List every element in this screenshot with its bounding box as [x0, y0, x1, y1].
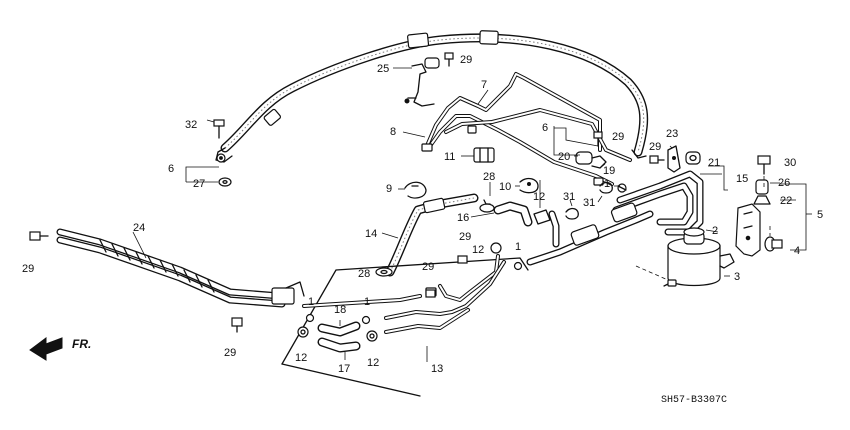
callout-1: 1 — [364, 296, 370, 308]
clamp-21 — [685, 151, 701, 165]
callout-16: 16 — [457, 212, 469, 224]
hose-17 — [317, 337, 361, 353]
callout-7: 7 — [481, 79, 487, 91]
callout-8: 8 — [390, 126, 396, 138]
callout-23: 23 — [666, 128, 678, 140]
callout-6: 6 — [542, 122, 548, 134]
callout-29: 29 — [612, 131, 624, 143]
callout-13: 13 — [431, 363, 443, 375]
callout-12: 12 — [367, 357, 379, 369]
bracket-5 — [735, 203, 761, 257]
washer-27 — [218, 177, 232, 187]
callout-9: 9 — [386, 183, 392, 195]
dashed-leaders — [635, 176, 771, 281]
clip-9 — [404, 181, 427, 199]
callout-14: 14 — [365, 228, 377, 240]
callout-28: 28 — [358, 268, 370, 280]
hose-18 — [317, 321, 361, 337]
clip-28-lower — [375, 267, 393, 277]
callout-30: 30 — [784, 157, 796, 169]
bolt-29-top — [444, 52, 454, 67]
callout-11: 11 — [444, 151, 455, 163]
callout-24: 24 — [133, 222, 145, 234]
clamp-20-19 — [575, 151, 607, 169]
callout-1: 1 — [604, 178, 610, 190]
callout-22: 22 — [780, 195, 792, 207]
bracket-23 — [667, 145, 681, 173]
front-arrow-icon — [29, 337, 63, 361]
callout-31: 31 — [563, 191, 575, 203]
callout-12: 12 — [472, 244, 484, 256]
callout-20: 20 — [558, 151, 570, 163]
bolt-29-left — [29, 231, 49, 241]
nut-4 — [764, 236, 783, 252]
callout-28: 28 — [483, 171, 495, 183]
callout-32: 32 — [185, 119, 197, 131]
callout-26: 26 — [778, 177, 790, 189]
callout-2: 2 — [712, 225, 718, 237]
callout-1: 1 — [515, 241, 521, 253]
clamps-12-lower — [297, 242, 502, 342]
callout-1: 1 — [308, 296, 314, 308]
leader-lines — [132, 67, 812, 362]
clamp-31-b — [599, 181, 613, 194]
clip-28-upper — [479, 199, 495, 213]
callout-19: 19 — [603, 165, 615, 177]
bolt-29-bottom — [231, 317, 243, 333]
pipe-assembly-13 — [281, 254, 529, 397]
clip-10 — [519, 177, 539, 194]
reservoir-3 — [663, 227, 735, 287]
callout-18: 18 — [334, 304, 346, 316]
callout-12: 12 — [533, 191, 545, 203]
cooler-pipe — [526, 202, 654, 266]
callout-31: 31 — [583, 197, 595, 209]
callout-10: 10 — [499, 181, 511, 193]
pipe-assembly-7-8 — [421, 72, 632, 186]
clamp-1-upper — [617, 183, 627, 193]
callout-21: 21 — [708, 157, 720, 169]
callout-29: 29 — [224, 347, 236, 359]
clamp-11 — [473, 147, 495, 163]
bolt-29-mid — [593, 131, 603, 147]
callout-29: 29 — [649, 141, 661, 153]
callout-17: 17 — [338, 363, 350, 375]
gearbox-hose-24 — [56, 228, 305, 308]
callout-27: 27 — [193, 178, 205, 190]
callout-29: 29 — [422, 261, 434, 273]
front-direction-label: FR. — [72, 337, 91, 351]
high-pressure-hose — [215, 30, 649, 163]
bolt-32 — [213, 119, 225, 139]
callout-3: 3 — [734, 271, 740, 283]
clamp-31-a — [565, 207, 579, 220]
callout-4: 4 — [794, 245, 800, 257]
hose-14 — [385, 193, 479, 277]
bolt-29-13 — [425, 255, 468, 298]
grommet-22-26 — [753, 179, 771, 205]
callout-29: 29 — [459, 231, 471, 243]
diagram-code: SH57-B3307C — [661, 395, 727, 406]
callout-6: 6 — [168, 163, 174, 175]
hose-16 — [493, 201, 533, 227]
bolt-30 — [757, 155, 771, 175]
callout-5: 5 — [817, 209, 823, 221]
callout-15: 15 — [736, 173, 748, 185]
clamp-12-upper — [533, 209, 551, 225]
callout-12: 12 — [295, 352, 307, 364]
clamps-1-lower — [305, 261, 523, 325]
bolt-29-right — [649, 155, 665, 164]
bracket-25 — [404, 57, 440, 107]
callout-25: 25 — [377, 63, 389, 75]
callout-29: 29 — [22, 263, 34, 275]
callout-29: 29 — [460, 54, 472, 66]
